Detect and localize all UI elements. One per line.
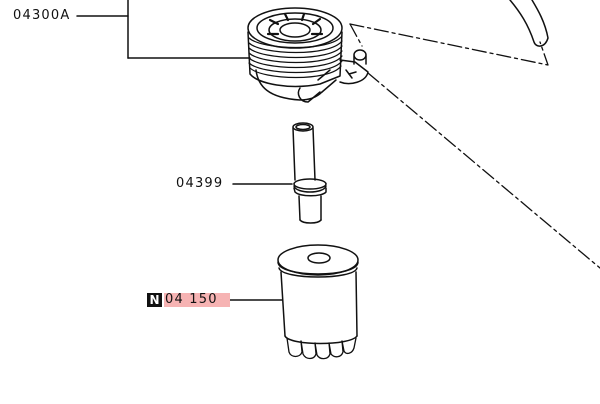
part-label-04399[interactable]: 04399 [176,176,224,191]
part-label-04150[interactable]: 04 150 [164,293,230,307]
leader-04300a [76,0,251,59]
new-badge: N [147,293,162,307]
dashed-guides [349,23,600,269]
oil-filter-icon [277,244,359,360]
oil-cooler-icon [247,7,369,103]
part-label-04300a[interactable]: 04300A [13,8,71,23]
connecting-pipe-icon [292,122,327,224]
hose-icon [509,0,549,47]
